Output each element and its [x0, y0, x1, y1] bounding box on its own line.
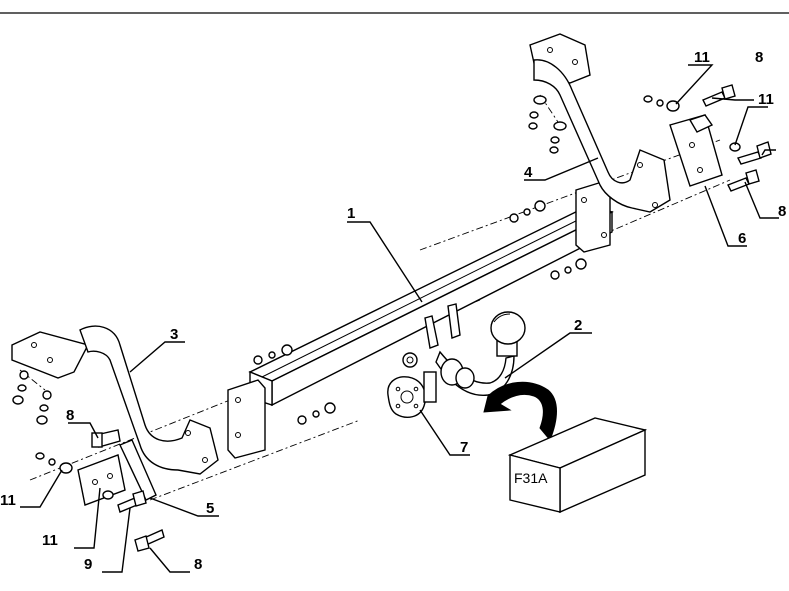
callout-9: 9 — [84, 556, 92, 573]
nuts-and-washers — [12, 95, 741, 500]
bolts — [91, 84, 772, 552]
socket-plate — [387, 371, 437, 418]
left-side-bracket — [11, 325, 219, 475]
f31a-box: F31A — [507, 417, 648, 514]
right-side-bracket — [529, 33, 671, 213]
install-arrow — [483, 381, 557, 441]
callouts: 1 2 3 4 5 6 7 8 11 11 8 8 11 11 9 8 — [0, 49, 786, 573]
leader-lines — [20, 64, 779, 573]
callout-8-right: 8 — [778, 203, 786, 220]
main-cross-beam — [227, 181, 614, 459]
callout-11-right: 11 — [758, 91, 774, 108]
callout-4: 4 — [524, 164, 533, 181]
tow-ball-neck — [402, 303, 526, 396]
callout-11-left: 11 — [0, 492, 16, 509]
callout-2: 2 — [574, 317, 582, 334]
box-label: F31A — [514, 470, 548, 486]
callout-6: 6 — [738, 230, 746, 247]
callout-8-left: 8 — [66, 407, 74, 424]
callout-8-top: 8 — [755, 49, 763, 66]
callout-11-top: 11 — [694, 49, 710, 66]
callout-11-bottom: 11 — [42, 532, 58, 549]
callout-7: 7 — [460, 439, 468, 456]
callout-5: 5 — [206, 500, 214, 517]
callout-1: 1 — [347, 205, 355, 222]
left-reinforcement-plate — [77, 439, 157, 506]
callout-3: 3 — [170, 326, 178, 343]
right-reinforcement-plate — [669, 114, 723, 187]
callout-8-bottom: 8 — [194, 556, 202, 573]
